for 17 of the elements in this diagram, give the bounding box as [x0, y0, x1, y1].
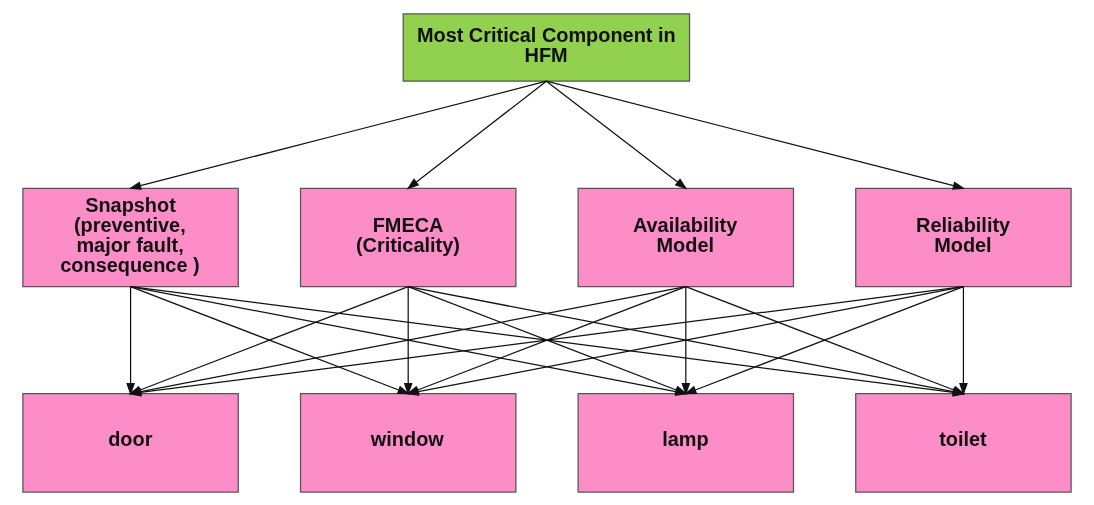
node-box: door: [22, 392, 239, 493]
node-box: toilet: [855, 392, 1072, 493]
arrow: [126, 285, 135, 396]
node-box: FMECA (Criticality): [299, 187, 517, 287]
arrow: [403, 285, 413, 396]
node-box: Most Critical Component in HFM: [402, 12, 691, 82]
node-box: window: [299, 392, 517, 493]
arrow: [128, 80, 547, 190]
arrow: [959, 285, 968, 396]
node-box: Availability Model: [577, 187, 795, 287]
arrow: [545, 80, 688, 189]
arrow: [406, 80, 547, 189]
node-box: lamp: [577, 392, 795, 493]
arrow: [681, 285, 691, 396]
arrow: [545, 80, 966, 190]
node-box: Snapshot (preventive, major fault, consequence ): [22, 187, 239, 287]
node-box: Reliability Model: [855, 187, 1072, 287]
